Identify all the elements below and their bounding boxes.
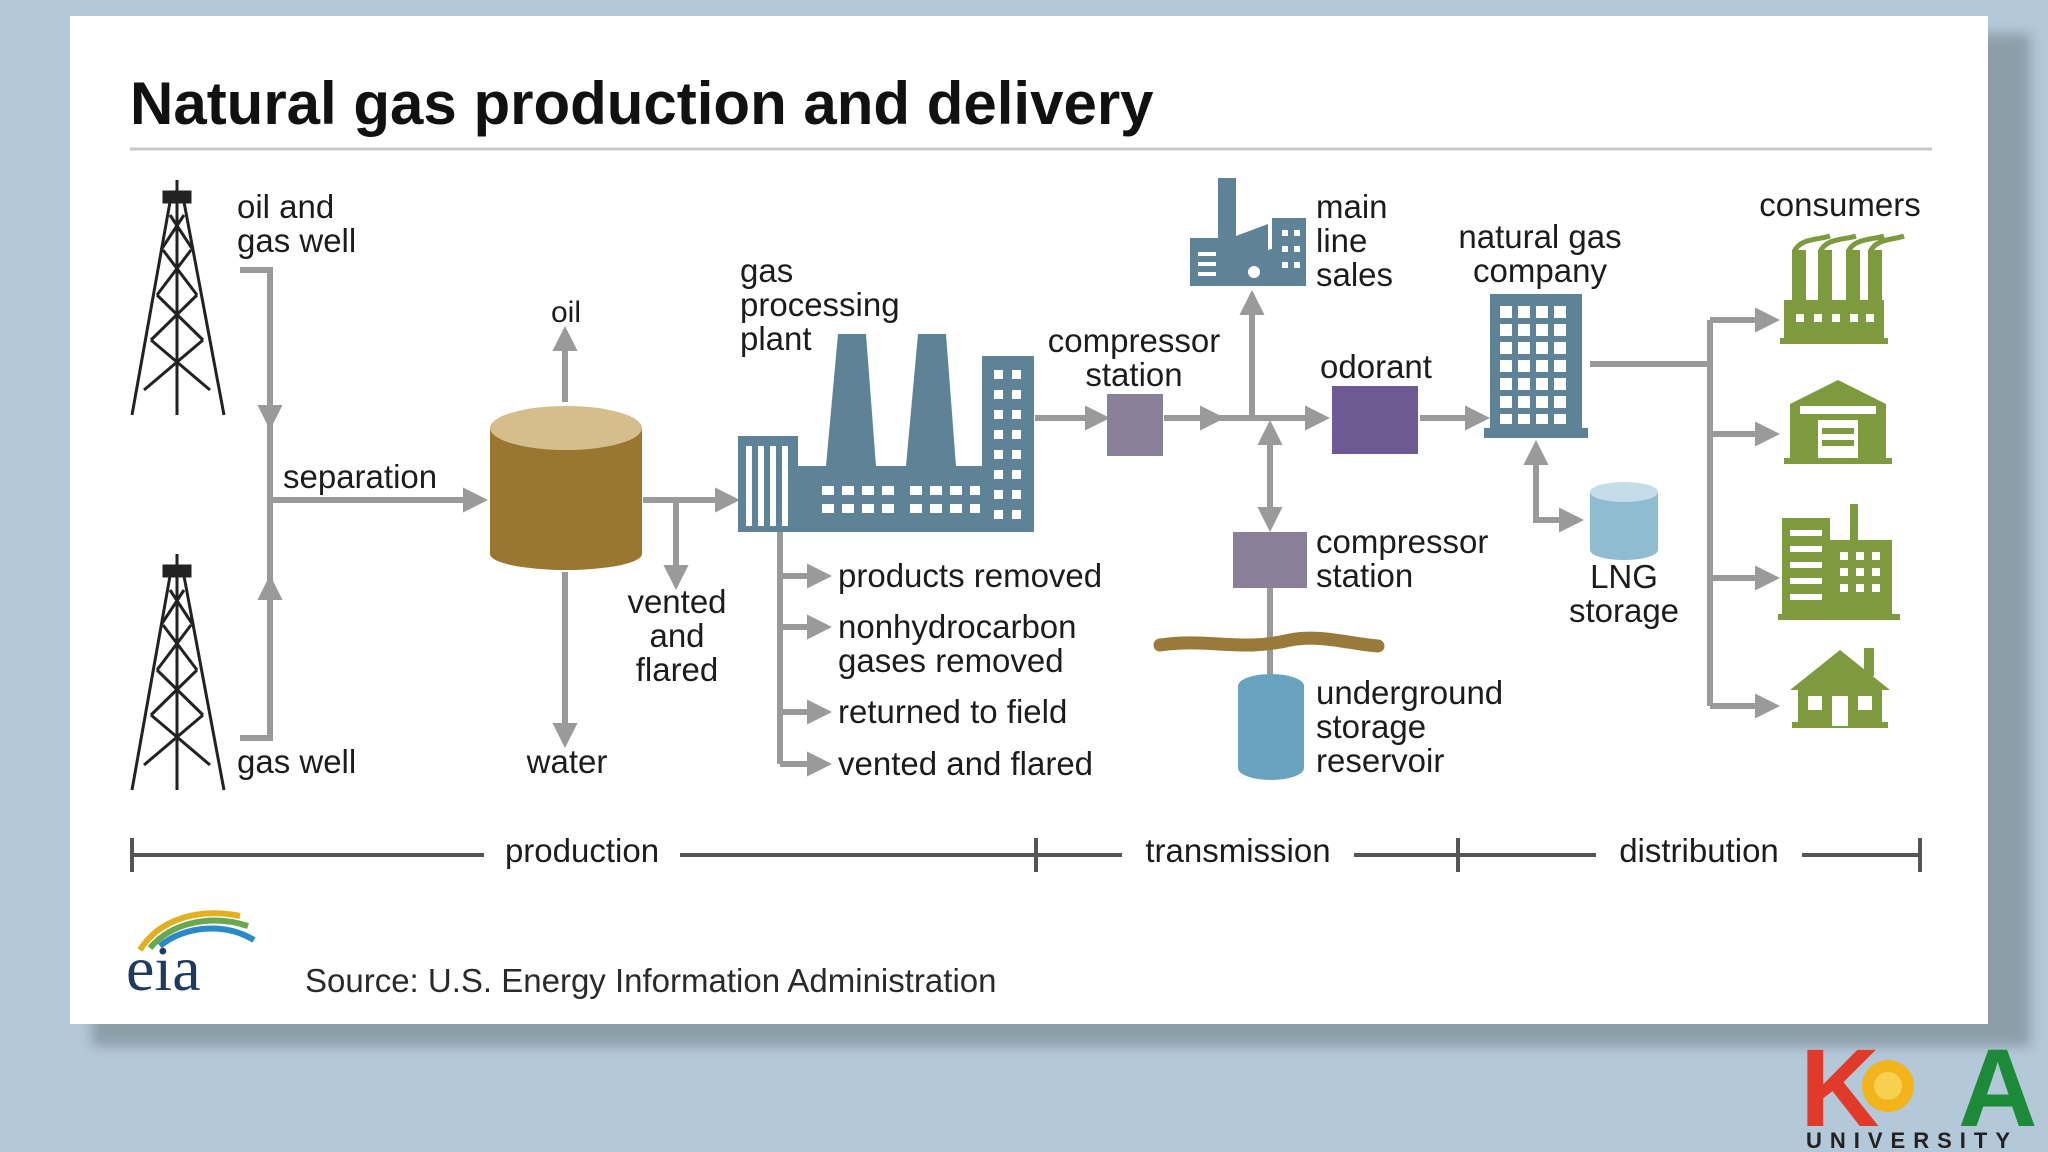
label-products-removed: products removed <box>838 557 1102 594</box>
label-ngc-2: company <box>1473 252 1607 289</box>
lng-arrow <box>1533 458 1585 533</box>
label-oil-gas-well-2: gas well <box>237 222 356 259</box>
label-ngc-1: natural gas <box>1458 218 1621 255</box>
eia-logo-text: eia <box>126 933 201 1004</box>
koya-logo-university: UNIVERSITY <box>1806 1128 2018 1152</box>
label-consumers: consumers <box>1759 186 1920 223</box>
compressor-station-1-icon <box>1107 394 1163 456</box>
label-vented-1: vented <box>627 583 726 620</box>
source-text: Source: U.S. Energy Information Administ… <box>305 962 997 999</box>
label-oil: oil <box>551 296 581 329</box>
label-water: water <box>526 743 608 780</box>
label-separation: separation <box>283 458 437 495</box>
label-main-line-1: main <box>1316 188 1388 225</box>
label-vented-2: and <box>649 617 704 654</box>
label-plant-2: processing <box>740 286 900 323</box>
house-consumer-icon <box>1790 648 1890 728</box>
label-main-line-2: line <box>1316 222 1367 259</box>
separator-tank-icon <box>490 406 642 570</box>
label-underground-2: storage <box>1316 708 1426 745</box>
label-compressor-1-2: station <box>1085 356 1182 393</box>
label-underground-3: reservoir <box>1316 742 1444 779</box>
label-returned-to-field: returned to field <box>838 693 1067 730</box>
ground-surface <box>1153 631 1385 653</box>
factory-consumer-icon <box>1780 233 1905 344</box>
label-compressor-1-1: compressor <box>1048 322 1220 359</box>
compressor-station-2-icon <box>1233 532 1307 588</box>
flow-lines <box>240 267 1781 777</box>
label-lng-1: LNG <box>1590 558 1658 595</box>
well-collector-line <box>240 267 273 741</box>
natural-gas-company-icon <box>1484 294 1588 438</box>
koya-university-logo: K A UNIVERSITY <box>1800 1027 2037 1152</box>
label-nonhydrocarbon-2: gases removed <box>838 642 1064 679</box>
store-consumer-icon <box>1784 380 1892 464</box>
lng-storage-icon <box>1590 482 1658 560</box>
eia-logo: eia <box>126 910 256 1004</box>
label-underground-1: underground <box>1316 674 1503 711</box>
label-gas-well: gas well <box>237 743 356 780</box>
stage-timeline <box>130 838 1922 872</box>
label-nonhydrocarbon-1: nonhydrocarbon <box>838 608 1077 645</box>
diagram-labels: oil and gas well gas well separation oil… <box>237 186 1921 782</box>
main-line-sales-icon <box>1190 178 1306 286</box>
label-compressor-2-2: station <box>1316 557 1413 594</box>
label-main-line-3: sales <box>1316 256 1393 293</box>
label-lng-2: storage <box>1569 592 1679 629</box>
office-consumer-icon <box>1778 504 1900 620</box>
odorant-icon <box>1332 386 1418 454</box>
label-plant-3: plant <box>740 320 812 357</box>
underground-reservoir-icon <box>1238 674 1304 780</box>
stage-production: production <box>505 832 659 869</box>
oil-gas-well-icon <box>130 180 226 416</box>
stage-transmission: transmission <box>1145 832 1330 869</box>
label-oil-gas-well-1: oil and <box>237 188 334 225</box>
label-odorant: odorant <box>1320 348 1432 385</box>
gas-well-icon <box>130 554 226 791</box>
gas-processing-plant-icon <box>738 334 1034 532</box>
koya-logo-a: A <box>1958 1027 2037 1150</box>
label-compressor-2-1: compressor <box>1316 523 1488 560</box>
page-title: Natural gas production and delivery <box>130 70 1154 137</box>
stage-distribution: distribution <box>1619 832 1779 869</box>
label-vented-3: flared <box>636 651 719 688</box>
label-plant-1: gas <box>740 252 793 289</box>
label-vented-and-flared: vented and flared <box>838 745 1093 782</box>
